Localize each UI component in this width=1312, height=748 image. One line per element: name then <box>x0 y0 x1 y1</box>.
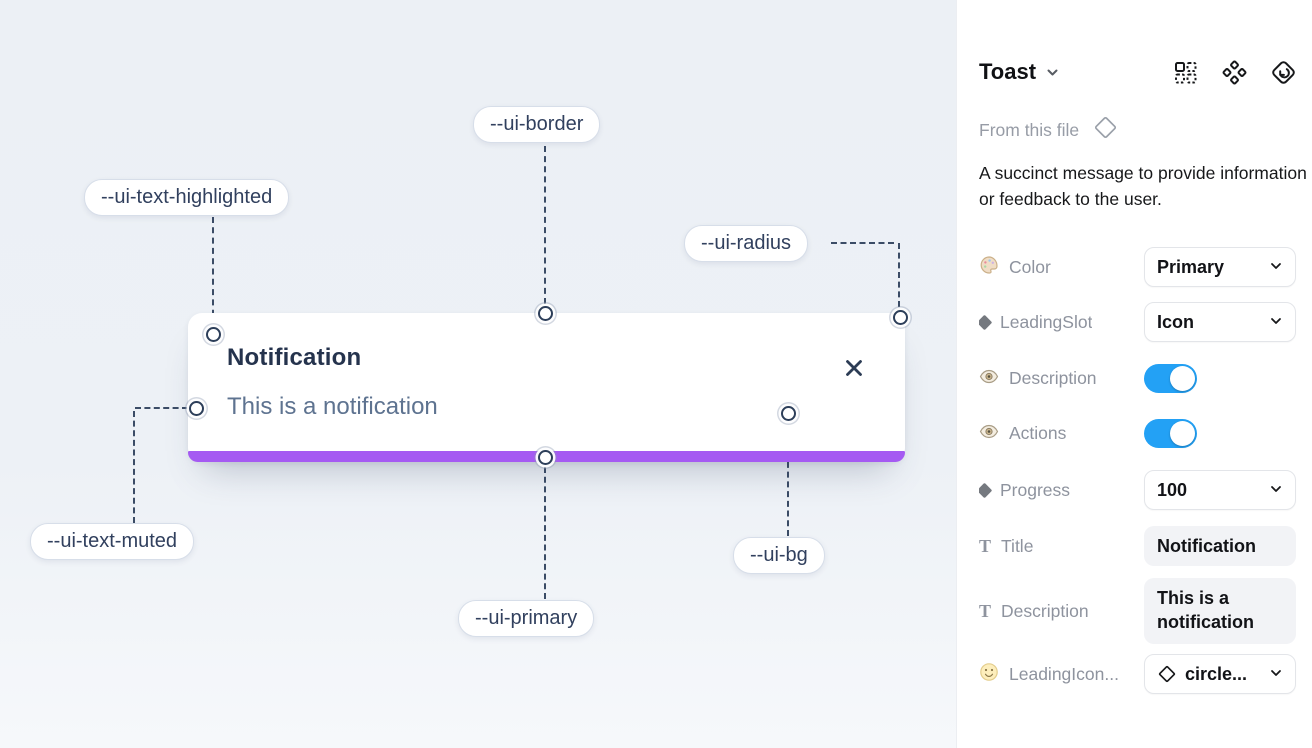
connector-line-text-highlighted <box>212 217 214 326</box>
toast-title: Notification <box>227 344 362 371</box>
dashed-grid-instance-icon[interactable] <box>1173 60 1198 85</box>
diamond-outline-icon <box>1157 664 1177 684</box>
label-ui-text-muted: --ui-text-muted <box>30 523 195 560</box>
prop-label-leadingslot: LeadingSlot <box>1000 311 1093 332</box>
color-select[interactable]: Primary <box>1144 247 1296 287</box>
diamond-icon <box>979 482 993 498</box>
close-icon[interactable] <box>843 357 865 379</box>
anchor-border <box>538 306 553 321</box>
label-ui-border: --ui-border <box>473 106 601 143</box>
properties-panel: Toast <box>956 0 1312 748</box>
design-canvas[interactable]: Notification This is a notification --ui… <box>0 0 956 748</box>
description-toggle[interactable] <box>1144 363 1197 393</box>
title-input[interactable]: Notification <box>1144 526 1296 566</box>
component-four-diamonds-icon[interactable] <box>1222 60 1247 85</box>
connector-line-radius-v <box>898 243 900 307</box>
leadingicon-select[interactable]: circle... <box>1144 654 1296 694</box>
prop-row-progress: Progress 100 <box>979 470 1296 510</box>
smiley-icon <box>979 662 999 687</box>
description-input[interactable]: This is a notification <box>1144 578 1296 644</box>
component-description: A succinct message to provide informatio… <box>979 163 1307 209</box>
connector-line-primary <box>544 467 546 599</box>
prop-row-description-text: T Description This is a notification <box>979 578 1296 644</box>
prop-label-description-text: Description <box>1001 600 1089 621</box>
label-ui-bg: --ui-bg <box>733 537 825 574</box>
toggle-knob <box>1170 420 1195 446</box>
palette-icon <box>979 255 999 280</box>
leadingslot-select[interactable]: Icon <box>1144 302 1296 342</box>
chevron-down-icon <box>1269 480 1283 501</box>
diamond-icon <box>979 314 993 330</box>
component-name: Toast <box>979 59 1037 84</box>
prop-row-leadingslot: LeadingSlot Icon <box>979 302 1296 342</box>
prop-label-description-toggle: Description <box>1009 367 1097 388</box>
connector-line-text-muted-v <box>133 411 135 523</box>
prop-row-color: Color Primary <box>979 247 1296 287</box>
prop-label-progress: Progress <box>1000 479 1071 500</box>
progress-select[interactable]: 100 <box>1144 470 1296 510</box>
prop-row-leadingicon: LeadingIcon... circle... <box>979 654 1296 694</box>
label-ui-primary: --ui-primary <box>458 600 595 637</box>
actions-toggle[interactable] <box>1144 418 1197 448</box>
chevron-down-icon <box>1269 257 1283 278</box>
panel-header: Toast <box>979 55 1296 89</box>
anchor-primary <box>538 450 553 465</box>
prop-row-title: T Title Notification <box>979 526 1296 566</box>
label-ui-text-highlighted: --ui-text-highlighted <box>84 179 290 216</box>
chevron-down-icon <box>1269 664 1283 685</box>
diamond-outline-icon <box>1092 114 1119 146</box>
chevron-down-icon <box>1269 312 1283 333</box>
connector-line-text-muted-h <box>135 407 188 409</box>
toggle-knob <box>1170 365 1195 391</box>
toast-preview[interactable]: Notification This is a notification <box>188 313 905 462</box>
anchor-text-muted <box>189 401 204 416</box>
connector-line-bg <box>787 423 789 536</box>
anchor-radius <box>893 310 908 325</box>
text-icon: T <box>979 535 992 556</box>
eye-icon <box>979 423 999 444</box>
prop-row-actions-toggle: Actions <box>979 413 1296 453</box>
return-to-component-icon[interactable] <box>1271 60 1296 85</box>
anchor-text-highlighted <box>206 327 221 342</box>
prop-label-actions-toggle: Actions <box>1009 422 1067 443</box>
toast-description: This is a notification <box>227 393 438 420</box>
label-ui-radius: --ui-radius <box>684 225 809 262</box>
source-label: From this file <box>979 119 1080 140</box>
eye-icon <box>979 368 999 389</box>
prop-label-title: Title <box>1001 535 1034 556</box>
prop-label-leadingicon: LeadingIcon... <box>1009 663 1119 684</box>
connector-line-border <box>544 146 546 304</box>
text-icon: T <box>979 600 992 621</box>
chevron-down-icon[interactable] <box>1045 65 1060 80</box>
prop-label-color: Color <box>1009 256 1051 277</box>
prop-row-description-toggle: Description <box>979 358 1296 398</box>
source-row: From this file <box>979 114 1119 146</box>
connector-line-radius-h <box>831 242 894 244</box>
anchor-bg <box>781 406 796 421</box>
